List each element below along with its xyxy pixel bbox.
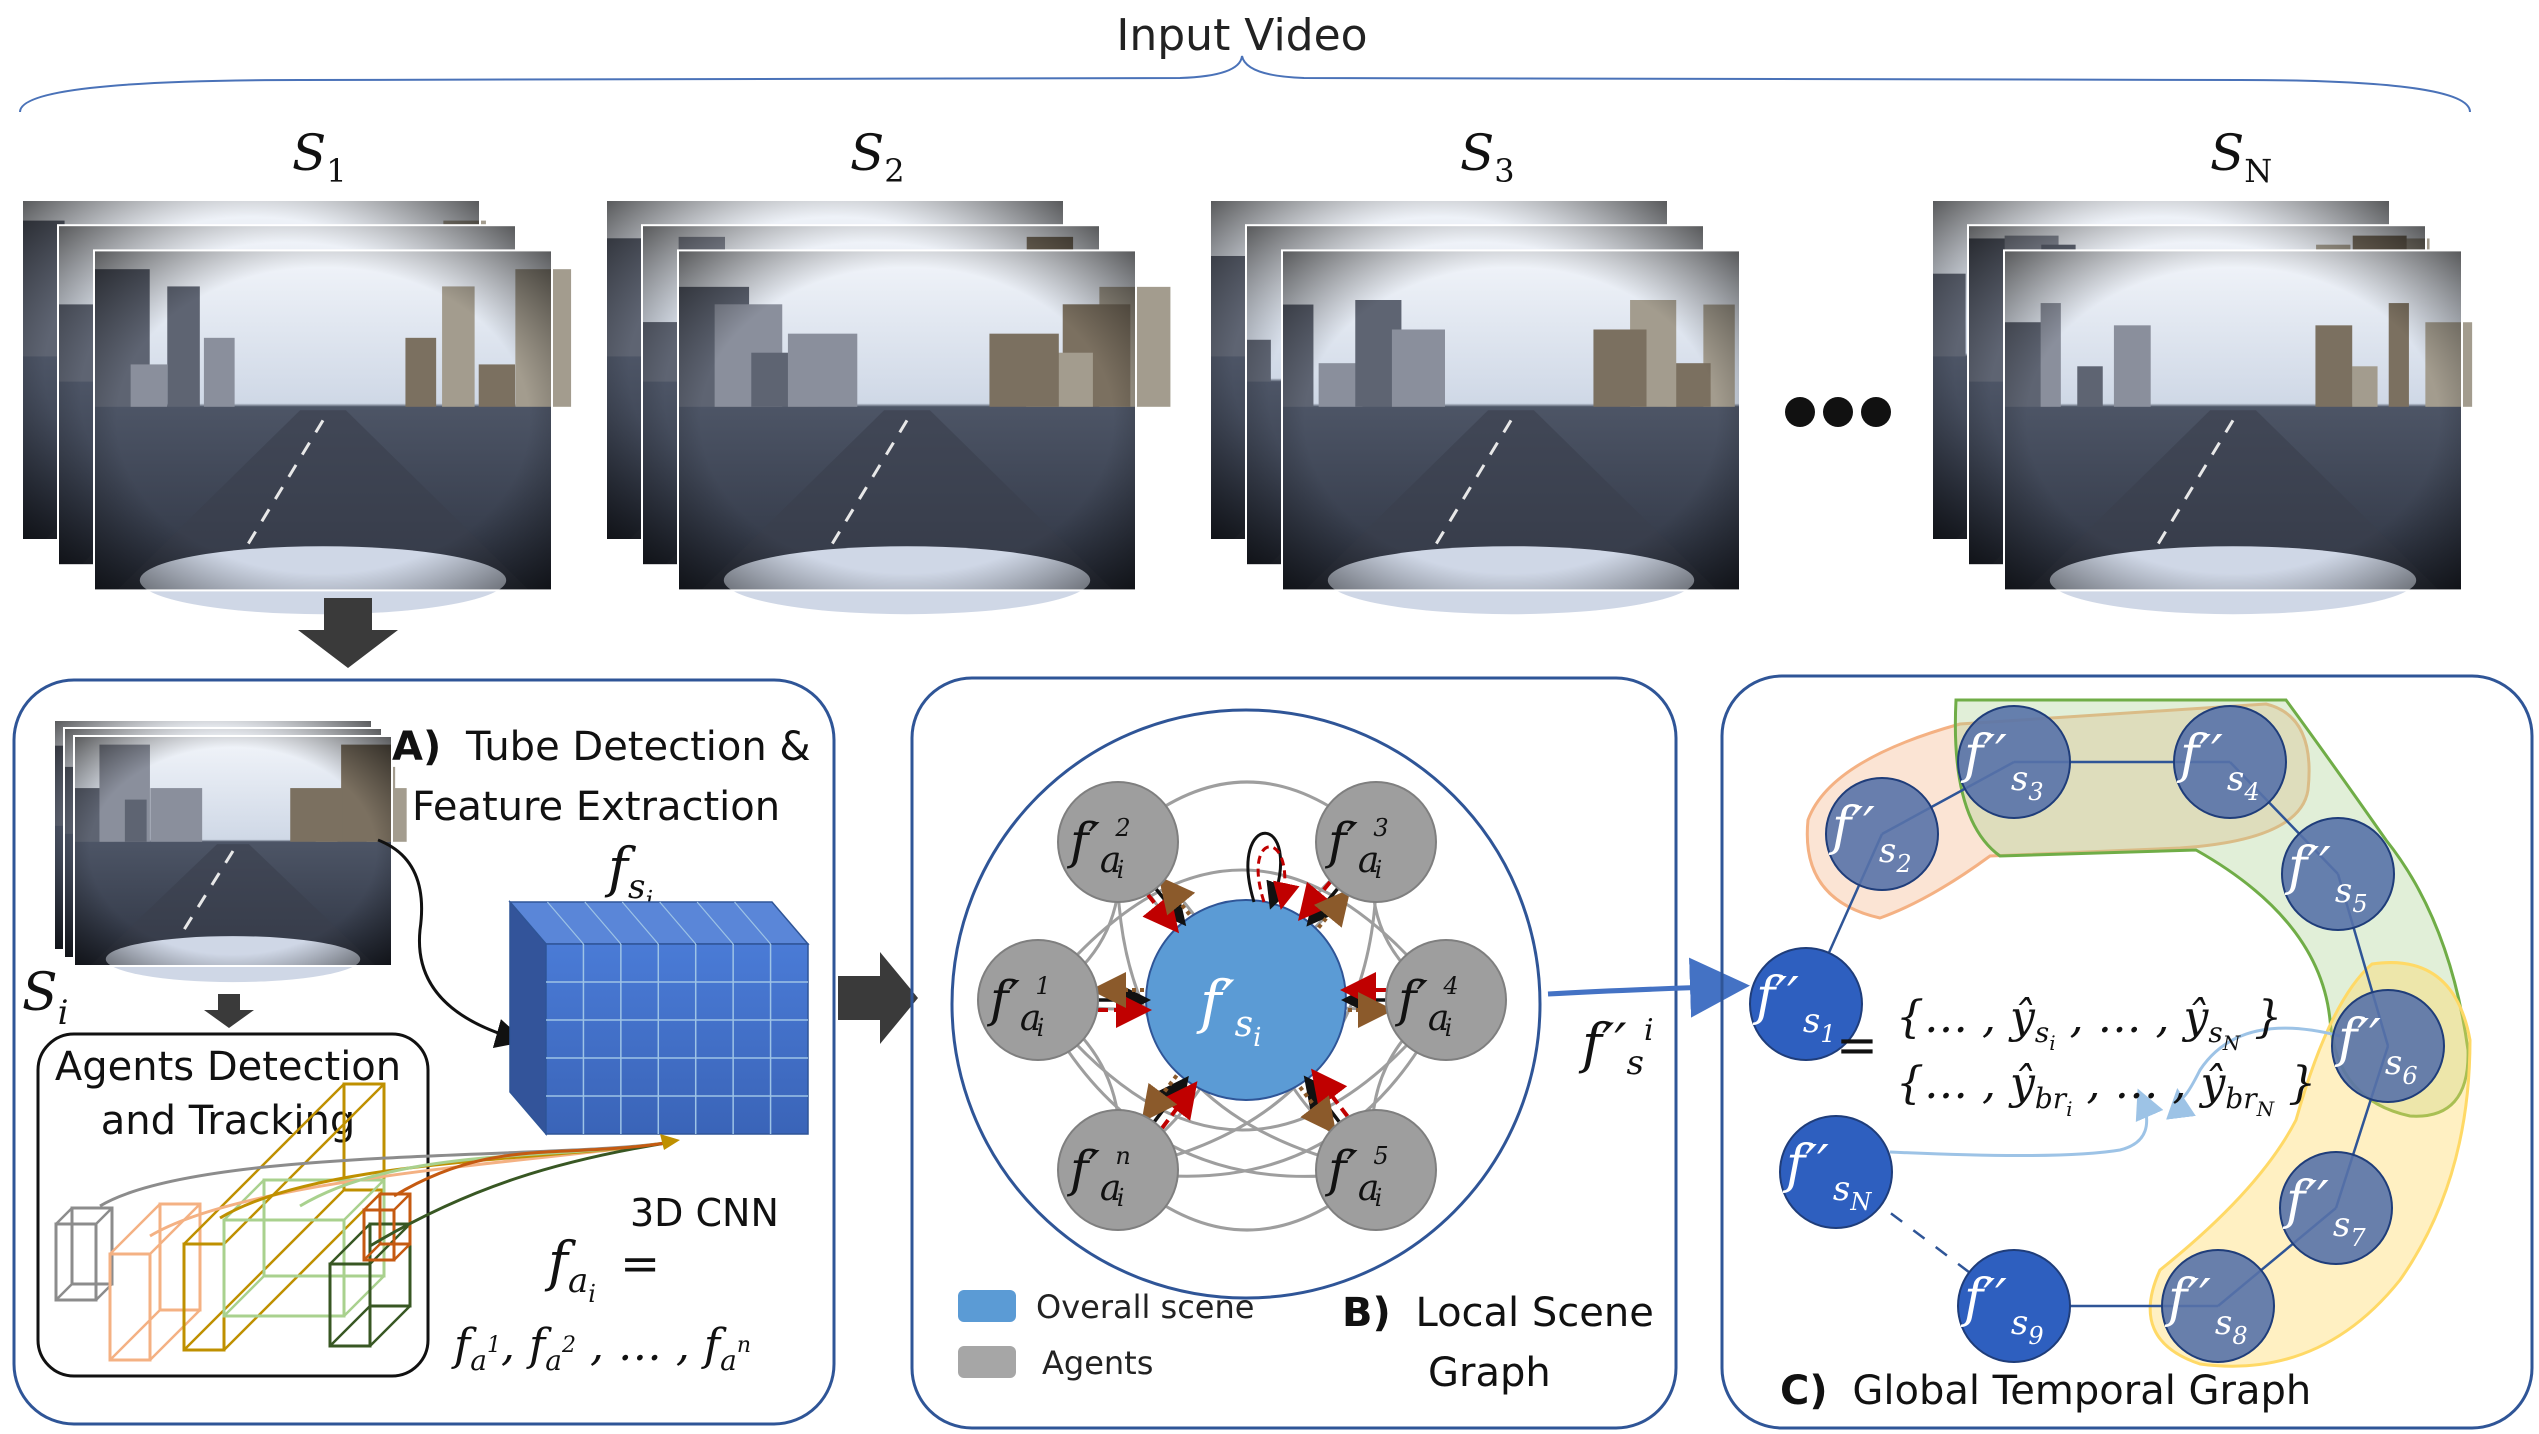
agent-scene-arrows-6 xyxy=(1298,1068,1350,1135)
panel-a-title-line2: Feature Extraction xyxy=(412,784,780,830)
legend-label-scene: Overall scene xyxy=(1036,1288,1254,1326)
frame-stack-3 xyxy=(1209,199,1741,615)
down-arrow-icon xyxy=(298,598,398,668)
svg-text:f′′s1: f′′s1 xyxy=(1752,967,1836,1048)
svg-text:A) Tube Detection &: A) Tube Detection & xyxy=(392,724,811,770)
panel-c-bold: C) xyxy=(1780,1368,1828,1414)
legend: Overall scene Agents xyxy=(958,1288,1254,1382)
svg-text:f′′s7: f′′s7 xyxy=(2282,1171,2366,1252)
agent-fai-label: fai= xyxy=(544,1230,660,1308)
temporal-node-3: f′′s3 xyxy=(1957,705,2071,819)
panel-c xyxy=(1720,674,2534,1430)
svg-text:f′si: f′si xyxy=(1196,968,1261,1053)
temporal-node-N: f′′sN xyxy=(1779,1115,1893,1229)
global-feature-label: f′′si xyxy=(1578,1012,1654,1083)
frame-si-stack xyxy=(53,719,407,983)
panel-a-title-line1: Tube Detection & xyxy=(465,724,811,770)
segment-label-2: S2 xyxy=(850,124,905,190)
svg-text:f′a5i: f′a5i xyxy=(1324,1140,1389,1212)
svg-text:{… , ŷbri , … , ŷbrN }: {… , ŷbri , … , ŷbrN } xyxy=(1896,1058,2316,1121)
cnn-label: 3D CNN xyxy=(630,1191,779,1235)
scene-graph-boundary xyxy=(950,708,1542,1300)
frame-stack-1 xyxy=(21,199,572,615)
svg-text:f′′s2: f′′s2 xyxy=(1828,797,1912,878)
temporal-node-9: f′′s9 xyxy=(1957,1249,2071,1363)
output-equation: = {… , ŷsi , … , ŷsN }{… , ŷbri , … , ŷbr… xyxy=(1836,992,2316,1121)
temporal-node-7: f′′s7 xyxy=(2279,1151,2393,1265)
svg-text:f′a2i: f′a2i xyxy=(1066,812,1131,884)
input-video-brace xyxy=(19,55,2471,113)
agents-box-line1: Agents Detection xyxy=(55,1044,401,1090)
ellipsis-dots xyxy=(1785,397,1891,427)
panel-a-bold: A) xyxy=(392,724,441,770)
segment-label-1: S1 xyxy=(292,124,347,190)
legend-swatch-scene xyxy=(958,1290,1016,1322)
svg-text:f′′s5: f′′s5 xyxy=(2284,837,2368,918)
temporal-node-6: f′′s6 xyxy=(2331,989,2445,1103)
panel-b-title-line1: Local Scene xyxy=(1416,1290,1654,1336)
svg-text:f′′s6: f′′s6 xyxy=(2334,1009,2418,1090)
panel-c-title: Global Temporal Graph xyxy=(1852,1368,2311,1414)
panel-b xyxy=(910,676,1678,1430)
agent-scene-arrows-1 xyxy=(1142,876,1196,934)
temporal-node-8: f′′s8 xyxy=(2161,1249,2275,1363)
svg-text:C) Global Temporal Graph: C) Global Temporal Graph xyxy=(1780,1368,2311,1414)
panel-b-bold: B) xyxy=(1342,1290,1391,1336)
frame-stack-4 xyxy=(1931,199,2473,615)
scene-node: f′si xyxy=(1145,831,1347,1101)
panel-a xyxy=(12,678,836,1426)
legend-swatch-agents xyxy=(958,1346,1016,1378)
temporal-node-2: f′′s2 xyxy=(1825,777,1939,891)
agent-feature-list: fa1, fa2 , … , fan xyxy=(451,1320,751,1377)
segment-label-4: SN xyxy=(2210,124,2272,190)
panel-b-title-line2: Graph xyxy=(1428,1350,1551,1396)
svg-text:f′′s3: f′′s3 xyxy=(1960,725,2044,806)
output-arrow-2 xyxy=(2166,1026,2341,1120)
temporal-node-5: f′′s5 xyxy=(2281,817,2395,931)
scene-to-global-arrow xyxy=(1547,957,1750,1018)
svg-text:=: = xyxy=(1836,1016,1878,1074)
group-green xyxy=(1953,698,2470,1118)
agent-tubes xyxy=(54,1082,680,1362)
svg-text:f′′sN: f′′sN xyxy=(1782,1135,1872,1216)
temporal-node-4: f′′s4 xyxy=(2173,705,2287,819)
svg-text:f′′s8: f′′s8 xyxy=(2164,1269,2248,1350)
agent-scene-arrows-5 xyxy=(1141,1074,1198,1130)
agent-scene-arrows-4 xyxy=(1340,972,1394,1028)
output-arrow-1 xyxy=(1889,1088,2164,1158)
agent-scene-arrows-2 xyxy=(1298,880,1351,929)
temporal-node-1: f′′s1 xyxy=(1749,947,1863,1061)
svg-text:f′ani: f′ani xyxy=(1066,1140,1131,1212)
small-down-arrow-icon xyxy=(204,994,254,1028)
svg-text:f′a3i: f′a3i xyxy=(1324,812,1389,884)
legend-label-agents: Agents xyxy=(1042,1344,1153,1382)
svg-text:f′′s4: f′′s4 xyxy=(2176,725,2260,806)
frame-si-label: Si xyxy=(22,963,69,1033)
agent-scene-arrows-3 xyxy=(1090,972,1152,1028)
svg-text:{… , ŷsi , … , ŷsN }: {… , ŷsi , … , ŷsN } xyxy=(1896,992,2282,1055)
cnn-feature-cube xyxy=(508,899,810,1137)
segment-label-3: S3 xyxy=(1460,124,1515,190)
frame-stack-2 xyxy=(605,199,1171,615)
input-video-title: Input Video xyxy=(1116,10,1367,61)
svg-text:B) Local Scene: B) Local Scene xyxy=(1342,1290,1654,1336)
svg-text:f′′s9: f′′s9 xyxy=(1960,1269,2044,1350)
svg-text:f′a1i: f′a1i xyxy=(986,970,1051,1042)
agents-box-line2: and Tracking xyxy=(101,1098,356,1144)
right-arrow-icon xyxy=(838,952,918,1044)
svg-text:f′a4i: f′a4i xyxy=(1394,970,1459,1042)
frame-to-cnn-arrow xyxy=(377,838,526,1049)
